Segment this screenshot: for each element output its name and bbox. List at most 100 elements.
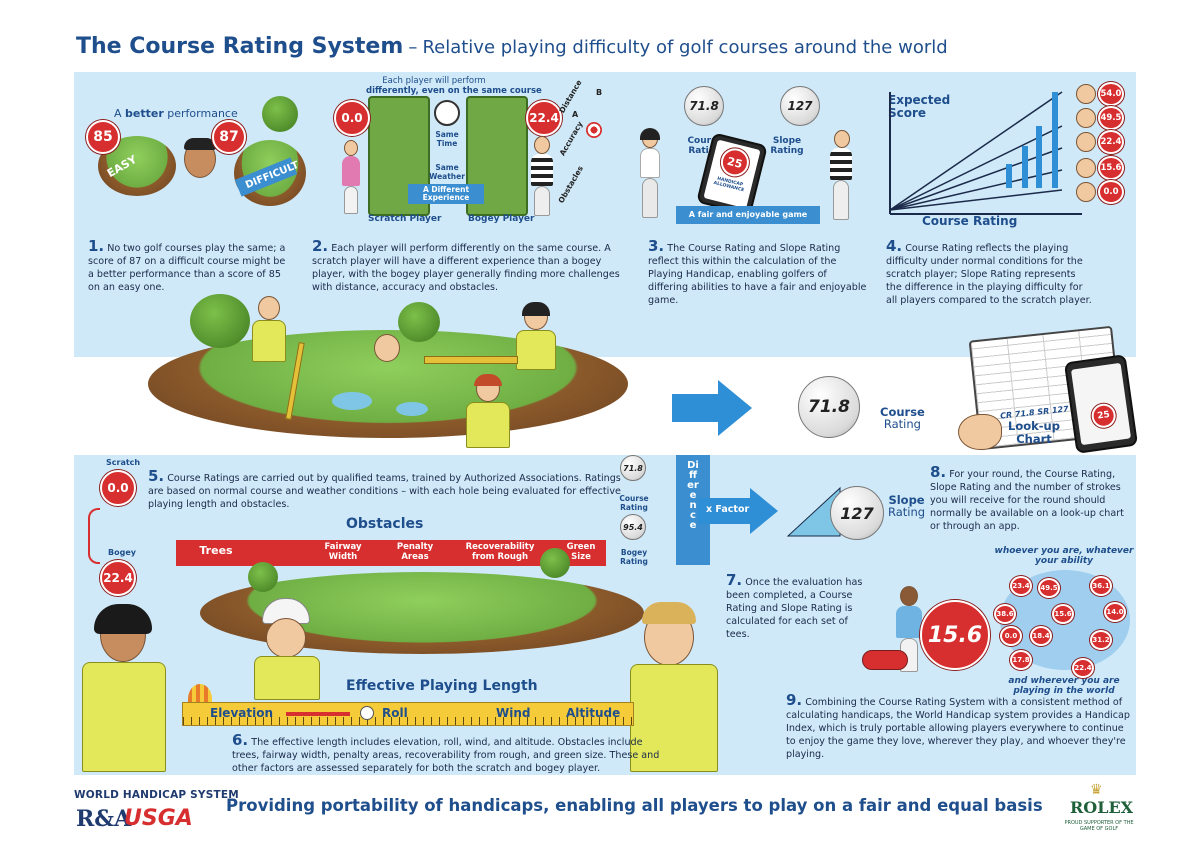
factor-wind: Wind: [496, 706, 531, 720]
slope-rating-ball: 127: [780, 86, 820, 126]
panel-9-text: 9. Combining the Course Rating System wi…: [786, 691, 1130, 761]
course-rating-small-label: Course Rating: [619, 494, 649, 512]
factor-label: x Factor: [706, 504, 750, 515]
expected-score-badge: 54.0: [1098, 82, 1124, 106]
bogey-side-badge: 22.4: [100, 560, 136, 596]
player-handicap-badge: 14.0: [1104, 602, 1126, 622]
course-rating-small-ball: 71.8: [620, 455, 646, 481]
rolex-tagline: PROUD SUPPORTER OF THE GAME OF GOLF: [1064, 820, 1134, 832]
obstacle-recoverability: Recoverability from Rough: [465, 542, 535, 562]
effective-length-title: Effective Playing Length: [346, 678, 538, 694]
different-experience-label: A Different Experience: [422, 185, 470, 202]
expected-score-badge: 22.4: [1098, 130, 1124, 154]
expected-score-axis-label: Expected Score: [888, 93, 951, 120]
expected-score-chart: [889, 91, 1082, 215]
rater-figure-4: [462, 374, 516, 452]
hard-hat-rater-figure: [250, 598, 328, 702]
player-handicap-badge: 49.5: [1038, 578, 1060, 598]
female-golfer-figure: [636, 128, 664, 222]
player-face-icon: [1076, 108, 1096, 128]
course-rating-label: Course Rating: [687, 136, 723, 156]
big-arrow-right: [672, 380, 752, 436]
factor-altitude: Altitude: [566, 706, 621, 720]
scratch-badge: 0.0: [334, 100, 370, 136]
rater-figure-3: [512, 302, 566, 374]
player-face-icon: [1076, 132, 1096, 152]
page-title-row: The Course Rating System – Relative play…: [76, 34, 948, 59]
player-handicap-badge: 22.4: [1072, 658, 1094, 678]
bogey-rating-small-label: Bogey Rating: [620, 548, 648, 566]
player-handicap-badge: 38.6: [994, 604, 1016, 624]
obstacle-trees: Trees: [199, 544, 233, 557]
title-separator: –: [408, 37, 418, 58]
player-handicap-badge: 31.2: [1090, 630, 1112, 650]
water-hazard-icon-2: [396, 402, 428, 416]
bogey-side-label: Bogey: [108, 548, 136, 557]
bracket-icon: [88, 508, 100, 564]
ra-logo: R&A: [76, 806, 132, 832]
panel-6-text: 6. The effective length includes elevati…: [232, 731, 660, 775]
player-handicap-badge: 15.6: [1052, 604, 1074, 624]
tree-icon-left: [190, 294, 250, 348]
factor-elevation: Elevation: [210, 706, 274, 720]
golf-bag-icon: [862, 650, 908, 670]
usga-logo: USGA: [124, 806, 193, 831]
better-performance-caption: A better performance: [114, 107, 238, 120]
scratch-side-badge: 0.0: [100, 470, 136, 506]
player-handicap-badge: 17.8: [1010, 650, 1032, 670]
distance-mark-a: A: [572, 110, 579, 119]
level-tool-icon: [424, 356, 518, 364]
crown-icon: ♛: [1090, 782, 1103, 798]
rater-figure-1: [248, 296, 294, 366]
page-title: The Course Rating System: [76, 34, 404, 59]
expected-score-badge: 15.6: [1098, 156, 1124, 180]
phone-icon: 25: [1063, 354, 1139, 454]
obstacle-penalty-areas: Penalty Areas: [396, 542, 434, 562]
male-rater-figure: [624, 600, 724, 776]
player-handicap-badge: 18.4: [1030, 626, 1052, 646]
female-rater-figure: [74, 604, 174, 778]
hand-icon: [958, 414, 1002, 450]
slope-rating-label: Slope Rating: [770, 136, 804, 156]
bogey-rating-small-ball: 95.4: [620, 514, 646, 540]
same-weather-label: Same Weather: [429, 163, 465, 181]
panel-3-text: 3. The Course Rating and Slope Rating re…: [648, 237, 867, 307]
obstacle-fairway-width: Fairway Width: [324, 542, 362, 562]
distance-mark-b: B: [596, 88, 603, 97]
fair-game-arrow: [676, 206, 820, 224]
panel-1-text: 1. No two golf courses play the same; a …: [88, 237, 286, 294]
tree-icon-course-2: [540, 548, 570, 578]
player-handicap-badge: 36.1: [1090, 576, 1112, 596]
player-handicap-badge: 0.0: [1000, 626, 1022, 646]
obstacles-title: Obstacles: [346, 516, 424, 532]
arc-text-top: whoever you are, whatever your ability: [994, 546, 1134, 566]
golf-ball-icon: [360, 706, 374, 720]
scratch-side-label: Scratch: [106, 458, 141, 467]
target-icon: [586, 122, 602, 138]
tree-icon-middle: [398, 302, 440, 342]
scratch-player-figure: [338, 140, 364, 216]
player-face-icon: [1076, 84, 1096, 104]
handicap-index-badge: 15.6: [920, 600, 990, 670]
footer-tagline: Providing portability of handicaps, enab…: [226, 796, 1043, 815]
rolex-logo: ROLEX: [1070, 798, 1134, 817]
expected-score-badge: 0.0: [1098, 180, 1124, 204]
score-badge-85: 85: [86, 120, 120, 154]
bogey-player-label: Bogey Player: [468, 214, 535, 224]
arc-text-bottom: and wherever you are playing in the worl…: [1008, 676, 1120, 696]
panel-8-text: 8. For your round, the Course Rating, Sl…: [930, 463, 1124, 533]
panel-5-text: 5. Course Ratings are carried out by qua…: [148, 467, 621, 511]
whs-logo-text: WORLD HANDICAP SYSTEM: [74, 789, 239, 801]
course-rating-ball: 71.8: [684, 86, 724, 126]
tree-icon: [262, 96, 298, 132]
measuring-ruler: [182, 702, 634, 726]
roll-arrow: [286, 712, 350, 716]
clock-icon: [434, 100, 460, 126]
panel-4-text: 4. Course Rating reflects the playing di…: [886, 237, 1092, 307]
factor-roll: Roll: [382, 706, 408, 720]
golfer-face-icon: [180, 138, 220, 186]
tree-icon-course: [248, 562, 278, 592]
different-experience-arrow: [408, 184, 484, 204]
course-rating-result-ball: 71.8: [798, 376, 860, 438]
fair-game-label: A fair and enjoyable game: [688, 210, 808, 219]
